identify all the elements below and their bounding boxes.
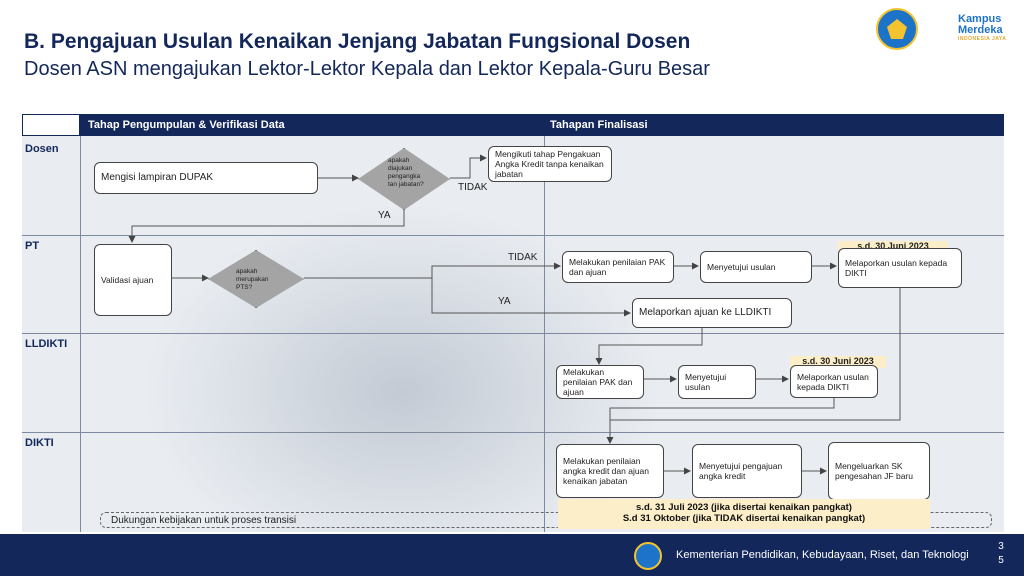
column-divider	[544, 136, 545, 532]
flow-arrows	[128, 154, 901, 475]
step-dikti-menyetujui-pengajuan: Menyetujui pengajuan angka kredit	[692, 444, 802, 498]
label-ya-dosen: YA	[378, 210, 391, 221]
tut-wuri-handayani-logo-icon	[876, 8, 918, 50]
lane-divider-dosen-pt	[22, 235, 1004, 236]
decision-pts: apakah merupakan PTS?	[208, 250, 304, 308]
step-pt-menyetujui-usulan: Menyetujui usulan	[700, 251, 812, 283]
page-number: 3 5	[996, 540, 1006, 568]
tut-wuri-handayani-logo-icon	[634, 542, 662, 570]
kampus-merdeka-line1: Kampus	[958, 13, 1002, 25]
footer-bar: Kementerian Pendidikan, Kebudayaan, Rise…	[0, 534, 1024, 576]
dikti-deadline-banner: s.d. 31 Juli 2023 (jika disertai kenaika…	[558, 499, 930, 529]
lane-divider-pt-lldikti	[22, 333, 1004, 334]
page-title: B. Pengajuan Usulan Kenaikan Jenjang Jab…	[24, 30, 691, 53]
step-dikti-mengeluarkan-sk: Mengeluarkan SK pengesahan JF baru	[828, 442, 930, 500]
page-number-digit-1: 3	[998, 541, 1004, 552]
swimlane-diagram: Tahap Pengumpulan & Verifikasi Data Taha…	[22, 114, 1004, 532]
step-validasi-ajuan: Validasi ajuan	[94, 244, 172, 316]
transition-policy-bar: Dukungan kebijakan untuk proses transisi	[100, 512, 992, 528]
lane-label-pt: PT	[25, 240, 40, 252]
label-tidak-dosen: TIDAK	[458, 182, 488, 193]
page-subtitle: Dosen ASN mengajukan Lektor-Lektor Kepal…	[24, 58, 710, 80]
decision-pengangkatan-jabatan: apakah diajukan pengangka tan jabatan?	[358, 148, 450, 210]
lane-label-lldikti: LLDIKTI	[25, 338, 68, 350]
step-lldikti-penilaian-pak: Melakukan penilaian PAK dan ajuan	[556, 365, 644, 399]
kampus-merdeka-logo: Kampus Merdeka INDONESIA JAYA	[958, 14, 1018, 43]
page-number-digit-2: 5	[998, 555, 1004, 566]
step-melaporkan-ajuan-lldikti: Melaporkan ajuan ke LLDIKTI	[632, 298, 792, 328]
step-dikti-penilaian-angka-kredit: Melakukan penilaian angka kredit dan aju…	[556, 444, 664, 498]
step-pt-melaporkan-dikti: Melaporkan usulan kepada DIKTI	[838, 248, 962, 288]
lane-label-divider	[80, 136, 81, 532]
kampus-merdeka-line3: INDONESIA JAYA	[958, 36, 1007, 42]
label-ya-pt: YA	[498, 296, 511, 307]
step-mengisi-lampiran-dupak: Mengisi lampiran DUPAK	[94, 162, 318, 194]
decision-text: apakah diajukan pengangka tan jabatan?	[388, 157, 424, 188]
step-lldikti-menyetujui-usulan: Menyetujui usulan	[678, 365, 756, 399]
decision-text: apakah merupakan PTS?	[236, 268, 269, 291]
column-header-band: Tahap Pengumpulan & Verifikasi Data Taha…	[22, 114, 1004, 136]
lane-divider-lldikti-dikti	[22, 432, 1004, 433]
deadline-line-1: s.d. 31 Juli 2023 (jika disertai kenaika…	[636, 502, 852, 513]
deadline-line-2: S.d 31 Oktober (jika TIDAK disertai kena…	[622, 513, 866, 524]
kampus-merdeka-line2: Merdeka	[958, 24, 1003, 36]
step-lldikti-melaporkan-dikti: Melaporkan usulan kepada DIKTI	[790, 365, 878, 398]
lane-label-dikti: DIKTI	[25, 437, 54, 449]
lane-label-dosen: Dosen	[25, 143, 59, 155]
label-tidak-pt: TIDAK	[508, 252, 538, 263]
footer-ministry-name: Kementerian Pendidikan, Kebudayaan, Rise…	[676, 549, 969, 561]
step-pengakuan-angka-kredit: Mengikuti tahap Pengakuan Angka Kredit t…	[488, 146, 612, 182]
header-corner	[22, 114, 80, 136]
column-title-verifikasi: Tahap Pengumpulan & Verifikasi Data	[88, 119, 285, 131]
step-pt-penilaian-pak: Melakukan penilaian PAK dan ajuan	[562, 251, 674, 283]
column-title-finalisasi: Tahapan Finalisasi	[550, 119, 648, 131]
